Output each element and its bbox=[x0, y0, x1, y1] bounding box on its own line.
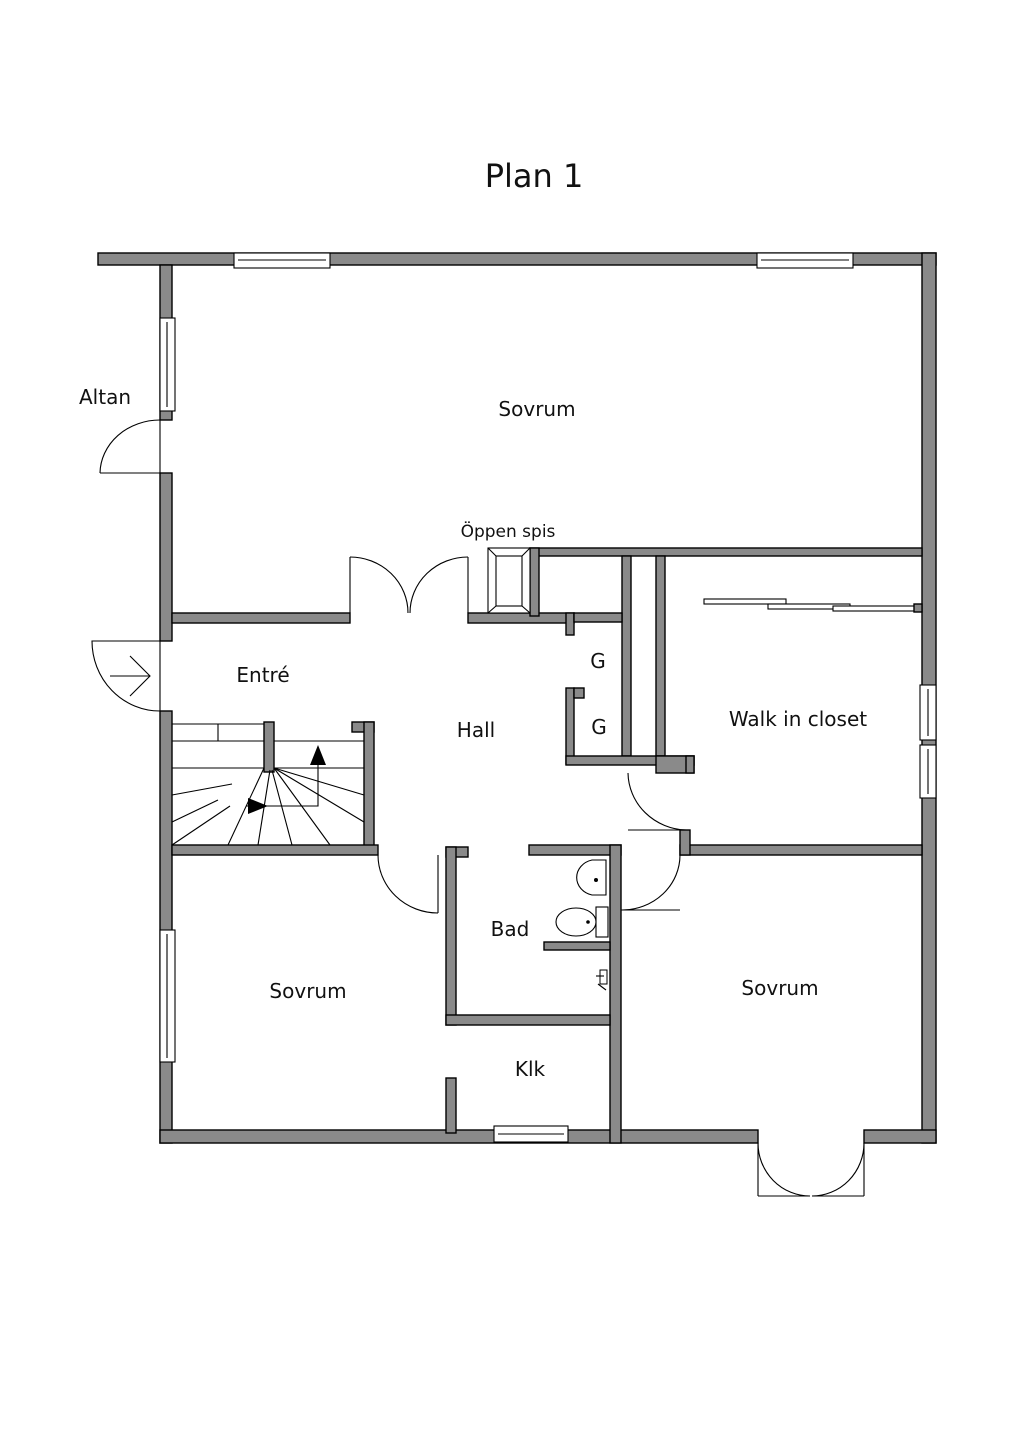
label-hall: Hall bbox=[457, 718, 495, 742]
fireplace-icon bbox=[487, 547, 531, 614]
label-sovrum-left: Sovrum bbox=[269, 979, 346, 1003]
label-sovrum-top: Sovrum bbox=[498, 397, 575, 421]
closet-rail-icon bbox=[703, 598, 923, 613]
label-walk-in-closet: Walk in closet bbox=[729, 707, 867, 731]
toilet-icon bbox=[555, 906, 609, 938]
sink-icon bbox=[576, 859, 607, 896]
label-sovrum-right: Sovrum bbox=[741, 976, 818, 1000]
label-g1: G bbox=[590, 649, 606, 673]
label-klk: Klk bbox=[515, 1057, 546, 1081]
label-entre: Entré bbox=[236, 663, 289, 687]
faucet-icon bbox=[596, 969, 608, 991]
label-altan: Altan bbox=[79, 385, 131, 409]
plan-title: Plan 1 bbox=[485, 157, 584, 195]
walls bbox=[97, 252, 937, 1144]
doors bbox=[91, 419, 865, 1197]
entrance-arrow-icon bbox=[110, 655, 151, 697]
room-labels: Sovrum Altan Öppen spis Entré Hall G G W… bbox=[79, 385, 867, 1081]
label-oppen-spis: Öppen spis bbox=[461, 520, 556, 542]
label-g2: G bbox=[591, 715, 607, 739]
label-bad: Bad bbox=[491, 917, 530, 941]
windows bbox=[159, 252, 937, 1143]
staircase-icon bbox=[171, 723, 365, 846]
